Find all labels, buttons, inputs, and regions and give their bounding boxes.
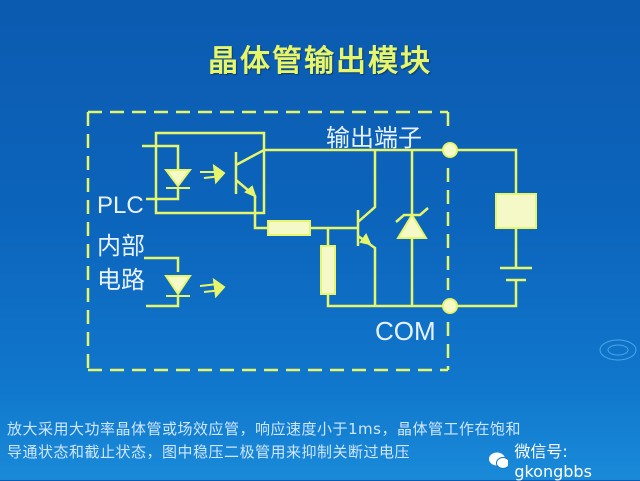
zener-triangle bbox=[396, 213, 428, 239]
output-terminal-node bbox=[442, 142, 458, 158]
slide-title: 晶体管输出模块 bbox=[208, 44, 432, 79]
com-label: COM bbox=[375, 316, 436, 346]
base-resistor bbox=[267, 220, 311, 236]
battery bbox=[500, 266, 532, 282]
light-arrow-icon bbox=[200, 163, 226, 185]
caption-line-1: 放大采用大功率晶体管或场效应管，响应速度小于1ms，晶体管工作在饱和 bbox=[7, 420, 521, 438]
internal-label: 内部 bbox=[97, 232, 145, 260]
circuit-label: 电路 bbox=[97, 266, 145, 294]
pulldown-resistor bbox=[320, 245, 336, 295]
caption-line-2: 导通状态和截止状态，图中稳压二极管用来抑制关断过电压 bbox=[7, 443, 411, 461]
load bbox=[495, 193, 537, 229]
com-terminal-node bbox=[442, 298, 458, 314]
indicator-led-icon bbox=[164, 275, 192, 296]
emitter-arrow-icon bbox=[359, 232, 372, 246]
wechat-icon bbox=[489, 452, 509, 469]
plc-boundary bbox=[86, 110, 450, 372]
input-led-icon bbox=[164, 169, 192, 188]
output-transistor bbox=[356, 150, 377, 306]
ripple-decoration bbox=[599, 339, 637, 361]
light-arrow-icon bbox=[199, 277, 226, 299]
output-terminal-label: 输出端子 bbox=[326, 124, 422, 152]
optocoupler-box bbox=[154, 131, 266, 215]
caption: 放大采用大功率晶体管或场效应管，响应速度小于1ms，晶体管工作在饱和 导通状态和… bbox=[7, 418, 521, 464]
emitter-arrow-icon bbox=[244, 185, 257, 198]
watermark-text: 微信号: gkongbbs bbox=[514, 442, 592, 481]
watermark: 微信号: gkongbbs bbox=[488, 438, 640, 481]
plc-label: PLC bbox=[97, 192, 144, 219]
phototransistor bbox=[234, 148, 448, 230]
